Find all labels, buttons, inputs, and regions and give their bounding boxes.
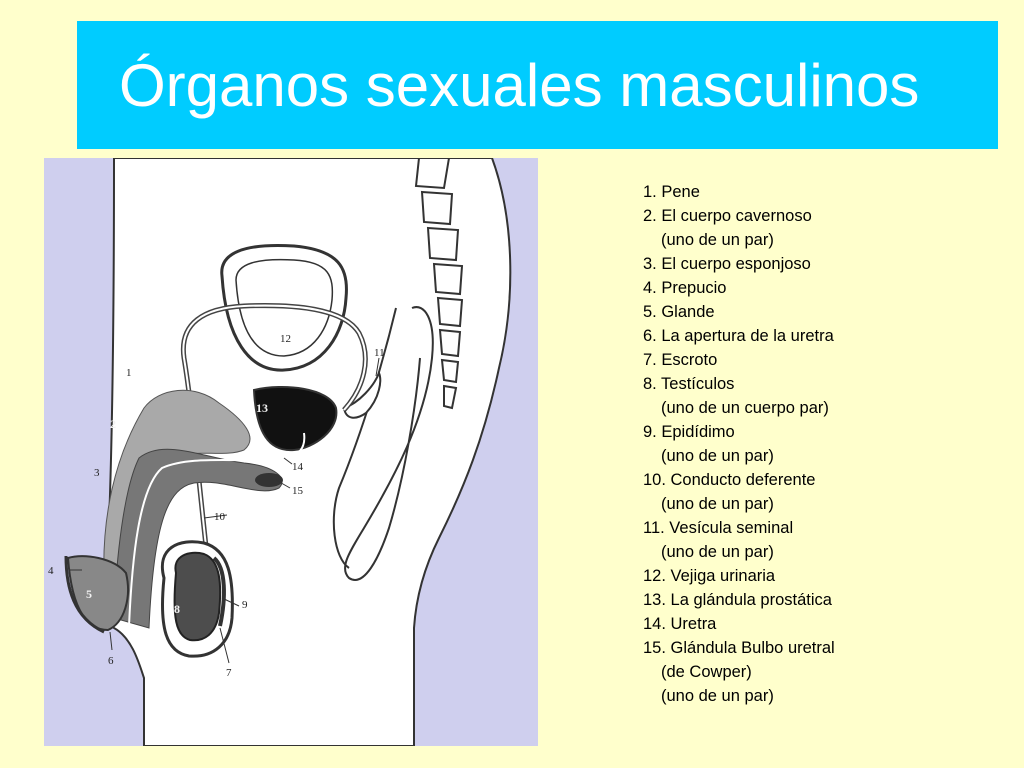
legend-item: 5. Glande bbox=[643, 303, 715, 321]
anatomy-diagram: 1 2 3 4 5 6 7 8 9 10 11 12 13 14 15 bbox=[44, 158, 538, 746]
legend-item: 3. El cuerpo esponjoso bbox=[643, 255, 811, 273]
legend-item-note: (uno de un par) bbox=[661, 231, 774, 249]
diagram-label-9: 9 bbox=[242, 599, 248, 611]
legend-item: 12. Vejiga urinaria bbox=[643, 567, 776, 585]
urethra bbox=[128, 432, 306, 627]
diagram-label-14: 14 bbox=[292, 461, 304, 473]
legend-item: 6. La apertura de la uretra bbox=[643, 327, 834, 345]
legend-item: 4. Prepucio bbox=[643, 279, 727, 297]
legend-item: 15. Glándula Bulbo uretral bbox=[643, 639, 835, 657]
legend-item: 1. Pene bbox=[643, 183, 700, 201]
diagram-label-1: 1 bbox=[126, 367, 132, 379]
diagram-label-6: 6 bbox=[108, 655, 114, 667]
seminal-vesicle bbox=[342, 370, 382, 419]
diagram-label-11: 11 bbox=[374, 347, 385, 359]
rectum-wall bbox=[332, 307, 397, 569]
testis bbox=[173, 551, 222, 642]
legend-item: 7. Escroto bbox=[643, 351, 718, 369]
legend-item-note: (uno de un par) bbox=[661, 447, 774, 465]
rectum bbox=[344, 306, 434, 581]
legend-item: 10. Conducto deferente bbox=[643, 471, 816, 489]
legend-item: 14. Uretra bbox=[643, 615, 717, 633]
legend-item: 8. Testículos bbox=[643, 375, 735, 393]
legend-item-note: (uno de un par) bbox=[661, 495, 774, 513]
anatomy-illustration: 1 2 3 4 5 6 7 8 9 10 11 12 13 14 15 bbox=[44, 158, 538, 746]
legend-item-note: (uno de un par) bbox=[661, 687, 774, 705]
legend-item: 13. La glándula prostática bbox=[643, 591, 832, 609]
legend-item-note: (de Cowper) bbox=[661, 663, 752, 681]
corpus-spongiosum bbox=[113, 448, 283, 629]
diagram-label-8: 8 bbox=[174, 602, 180, 616]
epididymis bbox=[212, 556, 226, 627]
title-bar: Órganos sexuales masculinos bbox=[77, 21, 998, 149]
slide-title: Órganos sexuales masculinos bbox=[119, 52, 920, 119]
diagram-label-7: 7 bbox=[226, 667, 232, 679]
prostate bbox=[252, 386, 338, 452]
diagram-label-15: 15 bbox=[292, 485, 304, 497]
legend-item-note: (uno de un par) bbox=[661, 543, 774, 561]
diagram-label-3: 3 bbox=[94, 467, 100, 479]
legend-item-note: (uno de un cuerpo par) bbox=[661, 399, 829, 417]
legend-item: 2. El cuerpo cavernoso bbox=[643, 207, 812, 225]
diagram-label-2: 2 bbox=[110, 417, 116, 431]
diagram-label-12: 12 bbox=[280, 333, 291, 345]
diagram-label-10: 10 bbox=[214, 511, 226, 523]
legend-list: 1. Pene 2. El cuerpo cavernoso (uno de un … bbox=[643, 180, 1003, 708]
leader-lines bbox=[70, 357, 380, 664]
bulbourethral-gland bbox=[255, 473, 283, 487]
spine bbox=[414, 158, 464, 410]
diagram-label-4: 4 bbox=[48, 565, 54, 577]
diagram-label-13: 13 bbox=[256, 401, 268, 415]
legend-item: 11. Vesícula seminal bbox=[643, 519, 794, 537]
bladder-inner bbox=[235, 258, 334, 357]
legend-item: 9. Epidídimo bbox=[643, 423, 735, 441]
diagram-label-5: 5 bbox=[86, 587, 92, 601]
foreskin bbox=[64, 555, 105, 634]
